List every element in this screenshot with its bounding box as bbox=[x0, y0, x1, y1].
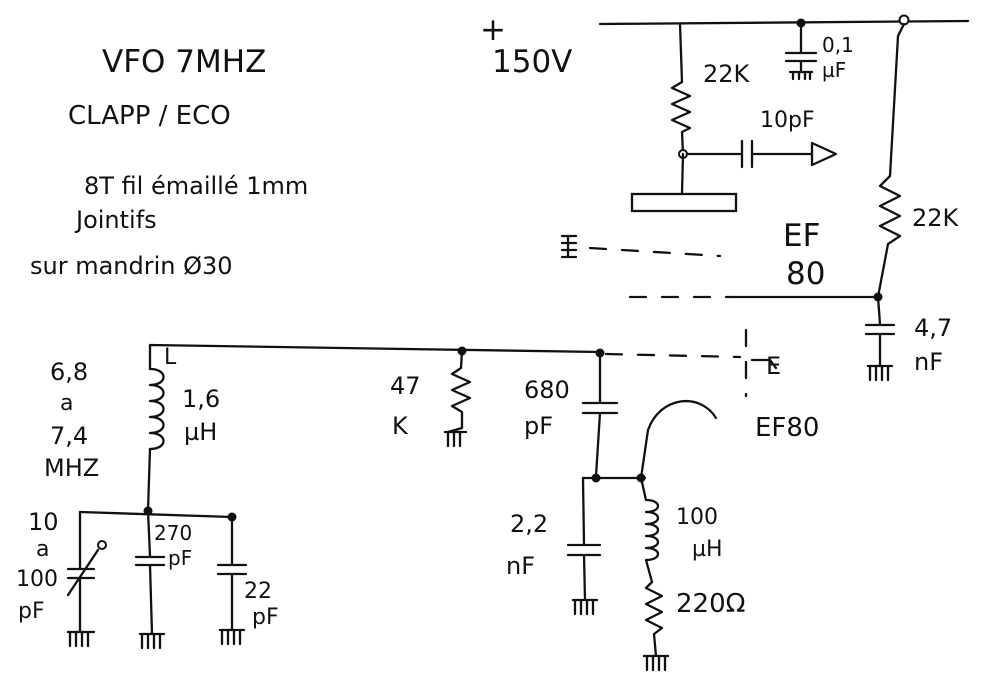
supply-rail bbox=[598, 14, 970, 28]
choke-100uh bbox=[639, 476, 660, 584]
tube-ef80-top-label-1: EF bbox=[783, 218, 820, 254]
capacitor-4-7nf-value: 4,7 bbox=[914, 314, 952, 342]
choke-100uh-unit: µH bbox=[692, 537, 723, 562]
capacitor-270pf-unit: pF bbox=[168, 546, 192, 570]
resistor-47k-value: 47 bbox=[390, 372, 421, 400]
coil-note-line-3: sur mandrin Ø30 bbox=[30, 252, 233, 280]
plate-output-branch bbox=[678, 139, 838, 196]
resistor-47k-unit: K bbox=[392, 412, 409, 440]
coil-note-line-2: Jointifs bbox=[74, 206, 157, 234]
cathode-lead bbox=[639, 399, 718, 480]
tube-ef80-bottom bbox=[744, 328, 778, 398]
subtitle-label: CLAPP / ECO bbox=[68, 101, 231, 131]
capacitor-2-2nf bbox=[566, 476, 602, 616]
tube-ef80-top-label-2: 80 bbox=[786, 256, 825, 292]
capacitor-270pf-value: 270 bbox=[154, 521, 192, 545]
variable-capacitor-unit: pF bbox=[18, 599, 45, 624]
capacitor-680pf bbox=[581, 351, 647, 483]
capacitor-0-1uf bbox=[784, 22, 818, 81]
capacitor-2-2nf-value: 2,2 bbox=[510, 510, 548, 538]
coil-unit-label: µH bbox=[184, 418, 217, 446]
capacitor-22pf bbox=[216, 515, 248, 646]
tube-ef80-bottom-pin-label: E bbox=[766, 352, 781, 380]
capacitor-22pf-value: 22 bbox=[244, 579, 272, 604]
title-label: VFO 7MHZ bbox=[102, 44, 266, 80]
capacitor-270pf bbox=[134, 509, 166, 650]
variable-capacitor-max: 100 bbox=[16, 567, 58, 592]
coil-value-label: 1,6 bbox=[182, 385, 220, 413]
coil-reference-label: L bbox=[164, 345, 177, 370]
tank-bus bbox=[78, 506, 237, 522]
capacitor-10pf-label: 10pF bbox=[760, 108, 815, 133]
tube-ef80-bottom-label: EF80 bbox=[755, 413, 819, 443]
inductor-l-1-6uh bbox=[146, 367, 165, 512]
resistor-22k-top-label: 22K bbox=[703, 60, 751, 88]
resistor-220-ohm bbox=[642, 580, 670, 672]
frequency-range-end: 7,4 bbox=[50, 422, 88, 450]
variable-capacitor-a: a bbox=[36, 537, 49, 562]
frequency-unit-label: MHZ bbox=[44, 454, 99, 482]
capacitor-0-1uf-unit: µF bbox=[822, 58, 846, 82]
capacitor-0-1uf-value: 0,1 bbox=[822, 33, 854, 57]
resistor-220-ohm-label: 220Ω bbox=[676, 589, 746, 619]
variable-capacitor-10-100pf bbox=[66, 510, 107, 648]
supply-voltage-label: 150V bbox=[492, 44, 572, 80]
capacitor-680pf-value: 680 bbox=[524, 376, 570, 404]
capacitor-4-7nf-unit: nF bbox=[914, 348, 943, 376]
frequency-range-start: 6,8 bbox=[50, 358, 88, 386]
resistor-47k bbox=[443, 349, 472, 448]
grid-line bbox=[148, 343, 742, 371]
coil-note-line-1: 8T fil émaillé 1mm bbox=[84, 172, 308, 200]
tube-ef80-top bbox=[560, 192, 738, 299]
resistor-22k-top bbox=[670, 22, 692, 156]
supply-plus-sign: + bbox=[480, 12, 506, 48]
capacitor-4-7nf bbox=[864, 295, 896, 382]
capacitor-22pf-unit: pF bbox=[252, 605, 279, 630]
variable-capacitor-min: 10 bbox=[28, 508, 59, 536]
capacitor-2-2nf-unit: nF bbox=[506, 552, 535, 580]
capacitor-680pf-unit: pF bbox=[524, 412, 553, 440]
frequency-range-a: a bbox=[60, 391, 73, 416]
resistor-22k-right-label: 22K bbox=[912, 204, 960, 232]
choke-100uh-value: 100 bbox=[676, 505, 718, 530]
